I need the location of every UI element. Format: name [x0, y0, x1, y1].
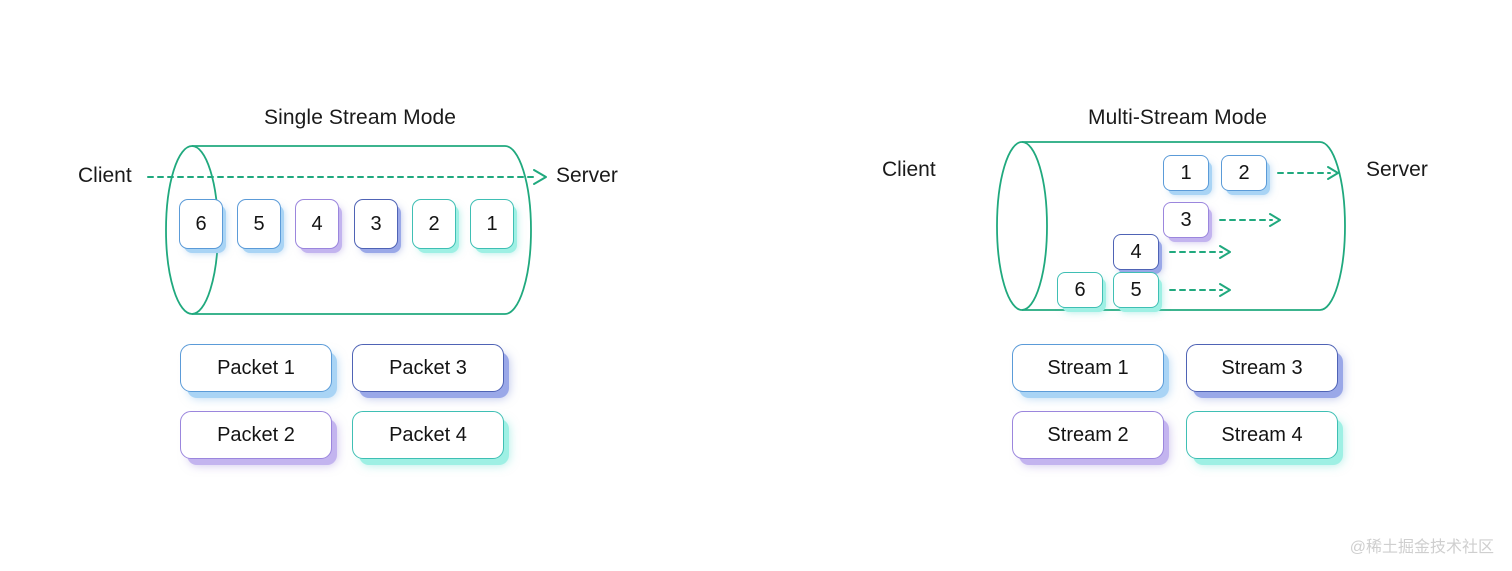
panel-title-multi-stream: Multi-Stream Mode [1088, 106, 1268, 129]
legend-packet-4[interactable]: Packet 4 [352, 411, 504, 459]
chip-packet-4[interactable]: 4 [295, 199, 339, 249]
chip-packet-5[interactable]: 5 [237, 199, 281, 249]
legend-stream-4[interactable]: Stream 4 [1186, 411, 1338, 459]
chip-stream-1-b[interactable]: 2 [1221, 155, 1267, 191]
server-label-multi: Server [1366, 158, 1428, 181]
legend-packet-2[interactable]: Packet 2 [180, 411, 332, 459]
flow-arrow-row-3 [1169, 245, 1231, 259]
legend-stream-2[interactable]: Stream 2 [1012, 411, 1164, 459]
chip-stream-4-a[interactable]: 6 [1057, 272, 1103, 308]
chip-stream-4-b[interactable]: 5 [1113, 272, 1159, 308]
panel-title-single-stream: Single Stream Mode [264, 106, 457, 129]
chip-packet-2[interactable]: 2 [412, 199, 456, 249]
chip-stream-2[interactable]: 3 [1163, 202, 1209, 238]
legend-packet-3[interactable]: Packet 3 [352, 344, 504, 392]
chip-packet-6[interactable]: 6 [179, 199, 223, 249]
client-label-multi: Client [882, 158, 936, 181]
legend-packet-1[interactable]: Packet 1 [180, 344, 332, 392]
legend-stream-3[interactable]: Stream 3 [1186, 344, 1338, 392]
cylinder-multi-stream [996, 141, 1346, 311]
chip-packet-3[interactable]: 3 [354, 199, 398, 249]
legend-stream-1[interactable]: Stream 1 [1012, 344, 1164, 392]
server-label-single: Server [556, 164, 618, 187]
client-label-single: Client [78, 164, 132, 187]
chip-packet-1[interactable]: 1 [470, 199, 514, 249]
flow-arrow-row-4 [1169, 283, 1231, 297]
flow-arrow-row-1 [1277, 166, 1339, 180]
chip-stream-3[interactable]: 4 [1113, 234, 1159, 270]
flow-arrow-row-2 [1219, 213, 1281, 227]
watermark: @稀土掘金技术社区 [1349, 539, 1494, 556]
chip-stream-1-a[interactable]: 1 [1163, 155, 1209, 191]
flow-arrow-single-stream [147, 169, 547, 185]
